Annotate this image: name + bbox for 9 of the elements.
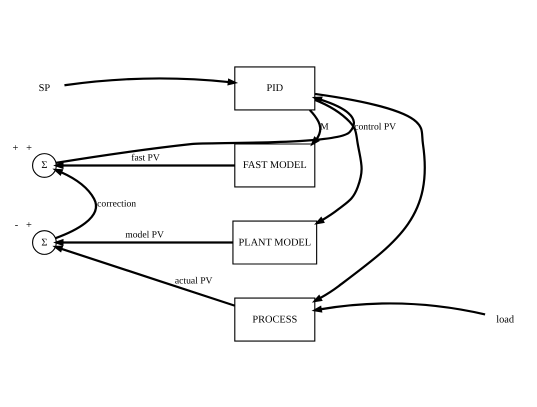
- edge-label: control PV: [354, 120, 396, 132]
- node-text: load: [496, 314, 514, 325]
- node-label: - +: [14, 219, 32, 230]
- node-label: + +: [12, 142, 32, 154]
- edge-label: actual PV: [174, 275, 213, 286]
- node-text: SP: [38, 82, 50, 94]
- edge-label: fast PV: [131, 152, 160, 164]
- edge-label: correction: [97, 198, 136, 210]
- edge-label: model PV: [125, 229, 164, 240]
